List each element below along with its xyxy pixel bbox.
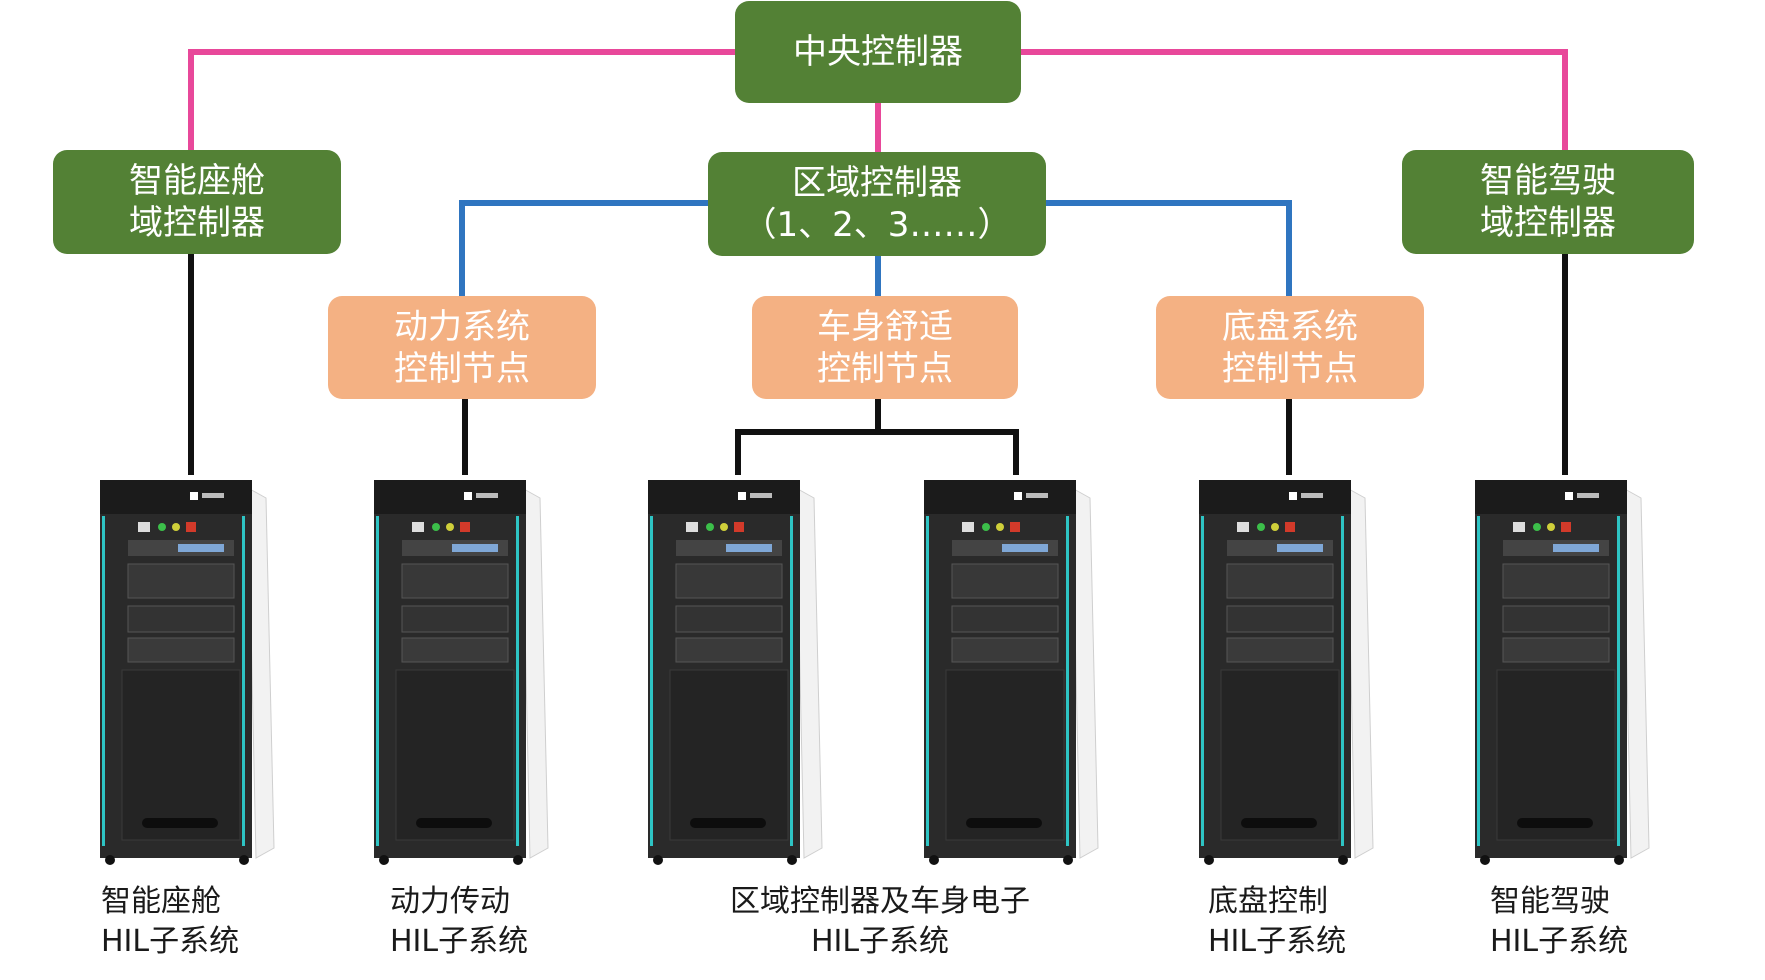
hil-caption-zone-body-line1: 区域控制器及车身电子 (730, 884, 1030, 919)
hil-caption-driving-line2: HIL子系统 (1490, 924, 1629, 959)
powertrain-control-node-box: 动力系统 控制节点 (328, 296, 596, 399)
hil-caption-driving: 智能驾驶 HIL子系统 (1490, 882, 1628, 962)
central-controller-box: 中央控制器 (735, 1, 1021, 103)
hil-rack-cabinet (1475, 480, 1650, 865)
hil-caption-cockpit-line2: HIL子系统 (101, 924, 240, 959)
hil-caption-chassis-line2: HIL子系统 (1208, 924, 1347, 959)
hil-caption-cockpit: 智能座舱 HIL子系统 (101, 882, 239, 962)
powertrain-node-label-line2: 控制节点 (394, 348, 530, 389)
hil-caption-zone-body-line2: HIL子系统 (810, 924, 950, 959)
hil-caption-powertrain: 动力传动 HIL子系统 (390, 882, 528, 962)
hil-caption-powertrain-line1: 动力传动 (390, 884, 510, 919)
hil-caption-chassis-line1: 底盘控制 (1208, 884, 1328, 919)
hil-rack-cabinet (100, 480, 275, 865)
link-central-to-cockpit-domain (188, 49, 735, 150)
link-body-node-to-hil-2 (878, 429, 1019, 475)
powertrain-node-label-line1: 动力系统 (394, 306, 530, 347)
hil-caption-zone-body: 区域控制器及车身电子 HIL子系统 (700, 882, 1060, 962)
hil-rack-cabinet (1199, 480, 1374, 865)
link-central-to-driving-domain (1020, 49, 1568, 150)
central-controller-label: 中央控制器 (793, 32, 963, 72)
hil-caption-chassis: 底盘控制 HIL子系统 (1208, 882, 1346, 962)
driving-domain-label-line2: 域控制器 (1480, 203, 1616, 243)
link-zone-to-chassis-node (1045, 200, 1292, 297)
driving-domain-controller-box: 智能驾驶 域控制器 (1402, 150, 1694, 254)
chassis-control-node-box: 底盘系统 控制节点 (1156, 296, 1424, 399)
hil-caption-powertrain-line2: HIL子系统 (390, 924, 529, 959)
cockpit-domain-label-line2: 域控制器 (129, 203, 265, 243)
body-comfort-control-node-box: 车身舒适 控制节点 (752, 296, 1018, 399)
cockpit-domain-controller-box: 智能座舱 域控制器 (53, 150, 341, 254)
hil-rack-cabinet (648, 480, 823, 865)
link-body-node-to-hil (735, 398, 881, 475)
chassis-node-label-line2: 控制节点 (1222, 348, 1358, 389)
hil-caption-cockpit-line1: 智能座舱 (101, 884, 221, 919)
body-node-label-line2: 控制节点 (817, 348, 953, 389)
driving-domain-label-line1: 智能驾驶 (1480, 161, 1616, 201)
link-zone-to-powertrain-node (459, 200, 708, 297)
hil-rack-cabinet (924, 480, 1099, 865)
hil-rack-cabinet (374, 480, 549, 865)
zone-controller-label-line1: 区域控制器 (792, 163, 962, 203)
chassis-node-label-line1: 底盘系统 (1222, 306, 1358, 347)
body-node-label-line1: 车身舒适 (817, 306, 953, 347)
zone-controller-label-line2: （1、2、3……） (742, 205, 1012, 245)
hil-caption-driving-line1: 智能驾驶 (1490, 884, 1610, 919)
zone-controller-box: 区域控制器 （1、2、3……） (708, 152, 1046, 256)
cockpit-domain-label-line1: 智能座舱 (129, 161, 265, 201)
